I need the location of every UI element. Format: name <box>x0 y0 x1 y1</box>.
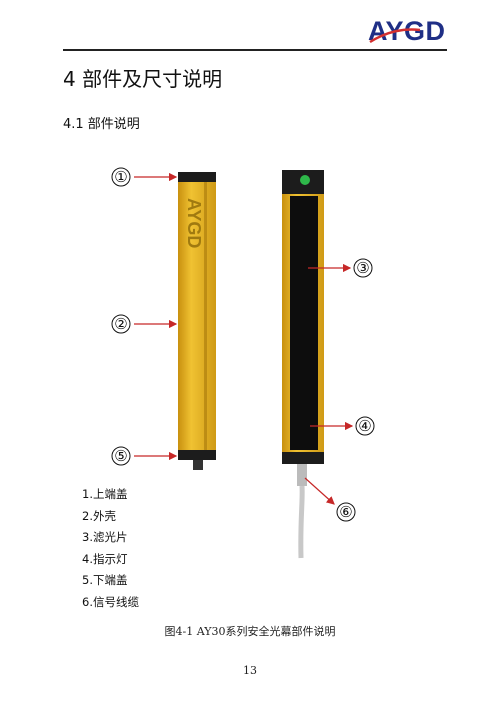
header-rule <box>63 49 447 51</box>
housing-groove <box>204 182 207 450</box>
signal-cable <box>298 485 305 559</box>
parts-list-item: 2.外壳 <box>82 508 116 523</box>
cable-gland <box>297 464 307 486</box>
logo-text: AYGD <box>368 16 446 46</box>
connector <box>193 460 203 470</box>
parts-list-item: 5.下端盖 <box>82 573 128 587</box>
callout-1: ① <box>111 167 178 187</box>
parts-list-item: 3.滤光片 <box>82 530 128 544</box>
parts-list: 1.上端盖 2.外壳 3.滤光片 4.指示灯 5.下端盖 6.信号线缆 <box>82 484 139 613</box>
page-number: 13 <box>243 664 257 677</box>
callout-4: ④ <box>310 416 375 436</box>
logo-swoosh-icon <box>369 28 421 44</box>
chapter-title: 4 部件及尺寸说明 <box>63 67 223 91</box>
light-curtain-side-view: AYGD <box>178 172 216 470</box>
front-lower-end-cap <box>282 452 324 464</box>
callout-3: ③ <box>308 258 373 278</box>
parts-figure: AYGD ① ② ③ ④ ⑤ ⑥ <box>111 167 375 559</box>
lower-end-cap <box>178 450 216 460</box>
housing-brand-text: AYGD <box>184 198 204 248</box>
callout-4-label: ④ <box>358 417 371 435</box>
callout-6-label: ⑥ <box>339 503 352 521</box>
callout-1-label: ① <box>114 168 127 186</box>
indicator-light-icon <box>300 175 310 185</box>
callout-2: ② <box>111 314 178 334</box>
upper-end-cap <box>178 172 216 182</box>
parts-list-item: 1.上端盖 <box>82 487 128 501</box>
brand-logo: AYGD <box>368 16 446 46</box>
parts-list-item: 6.信号线缆 <box>82 594 139 609</box>
light-curtain-front-view <box>282 170 324 559</box>
callout-5: ⑤ <box>111 446 178 466</box>
section-title: 4.1 部件说明 <box>63 117 140 132</box>
callout-5-label: ⑤ <box>114 447 127 465</box>
figure-caption: 图4-1 AY30系列安全光幕部件说明 <box>164 625 336 638</box>
callout-6: ⑥ <box>304 477 356 522</box>
filter <box>290 196 318 450</box>
housing <box>178 182 216 450</box>
callout-2-label: ② <box>114 315 127 333</box>
callout-3-label: ③ <box>356 259 369 277</box>
parts-list-item: 4.指示灯 <box>82 551 128 566</box>
